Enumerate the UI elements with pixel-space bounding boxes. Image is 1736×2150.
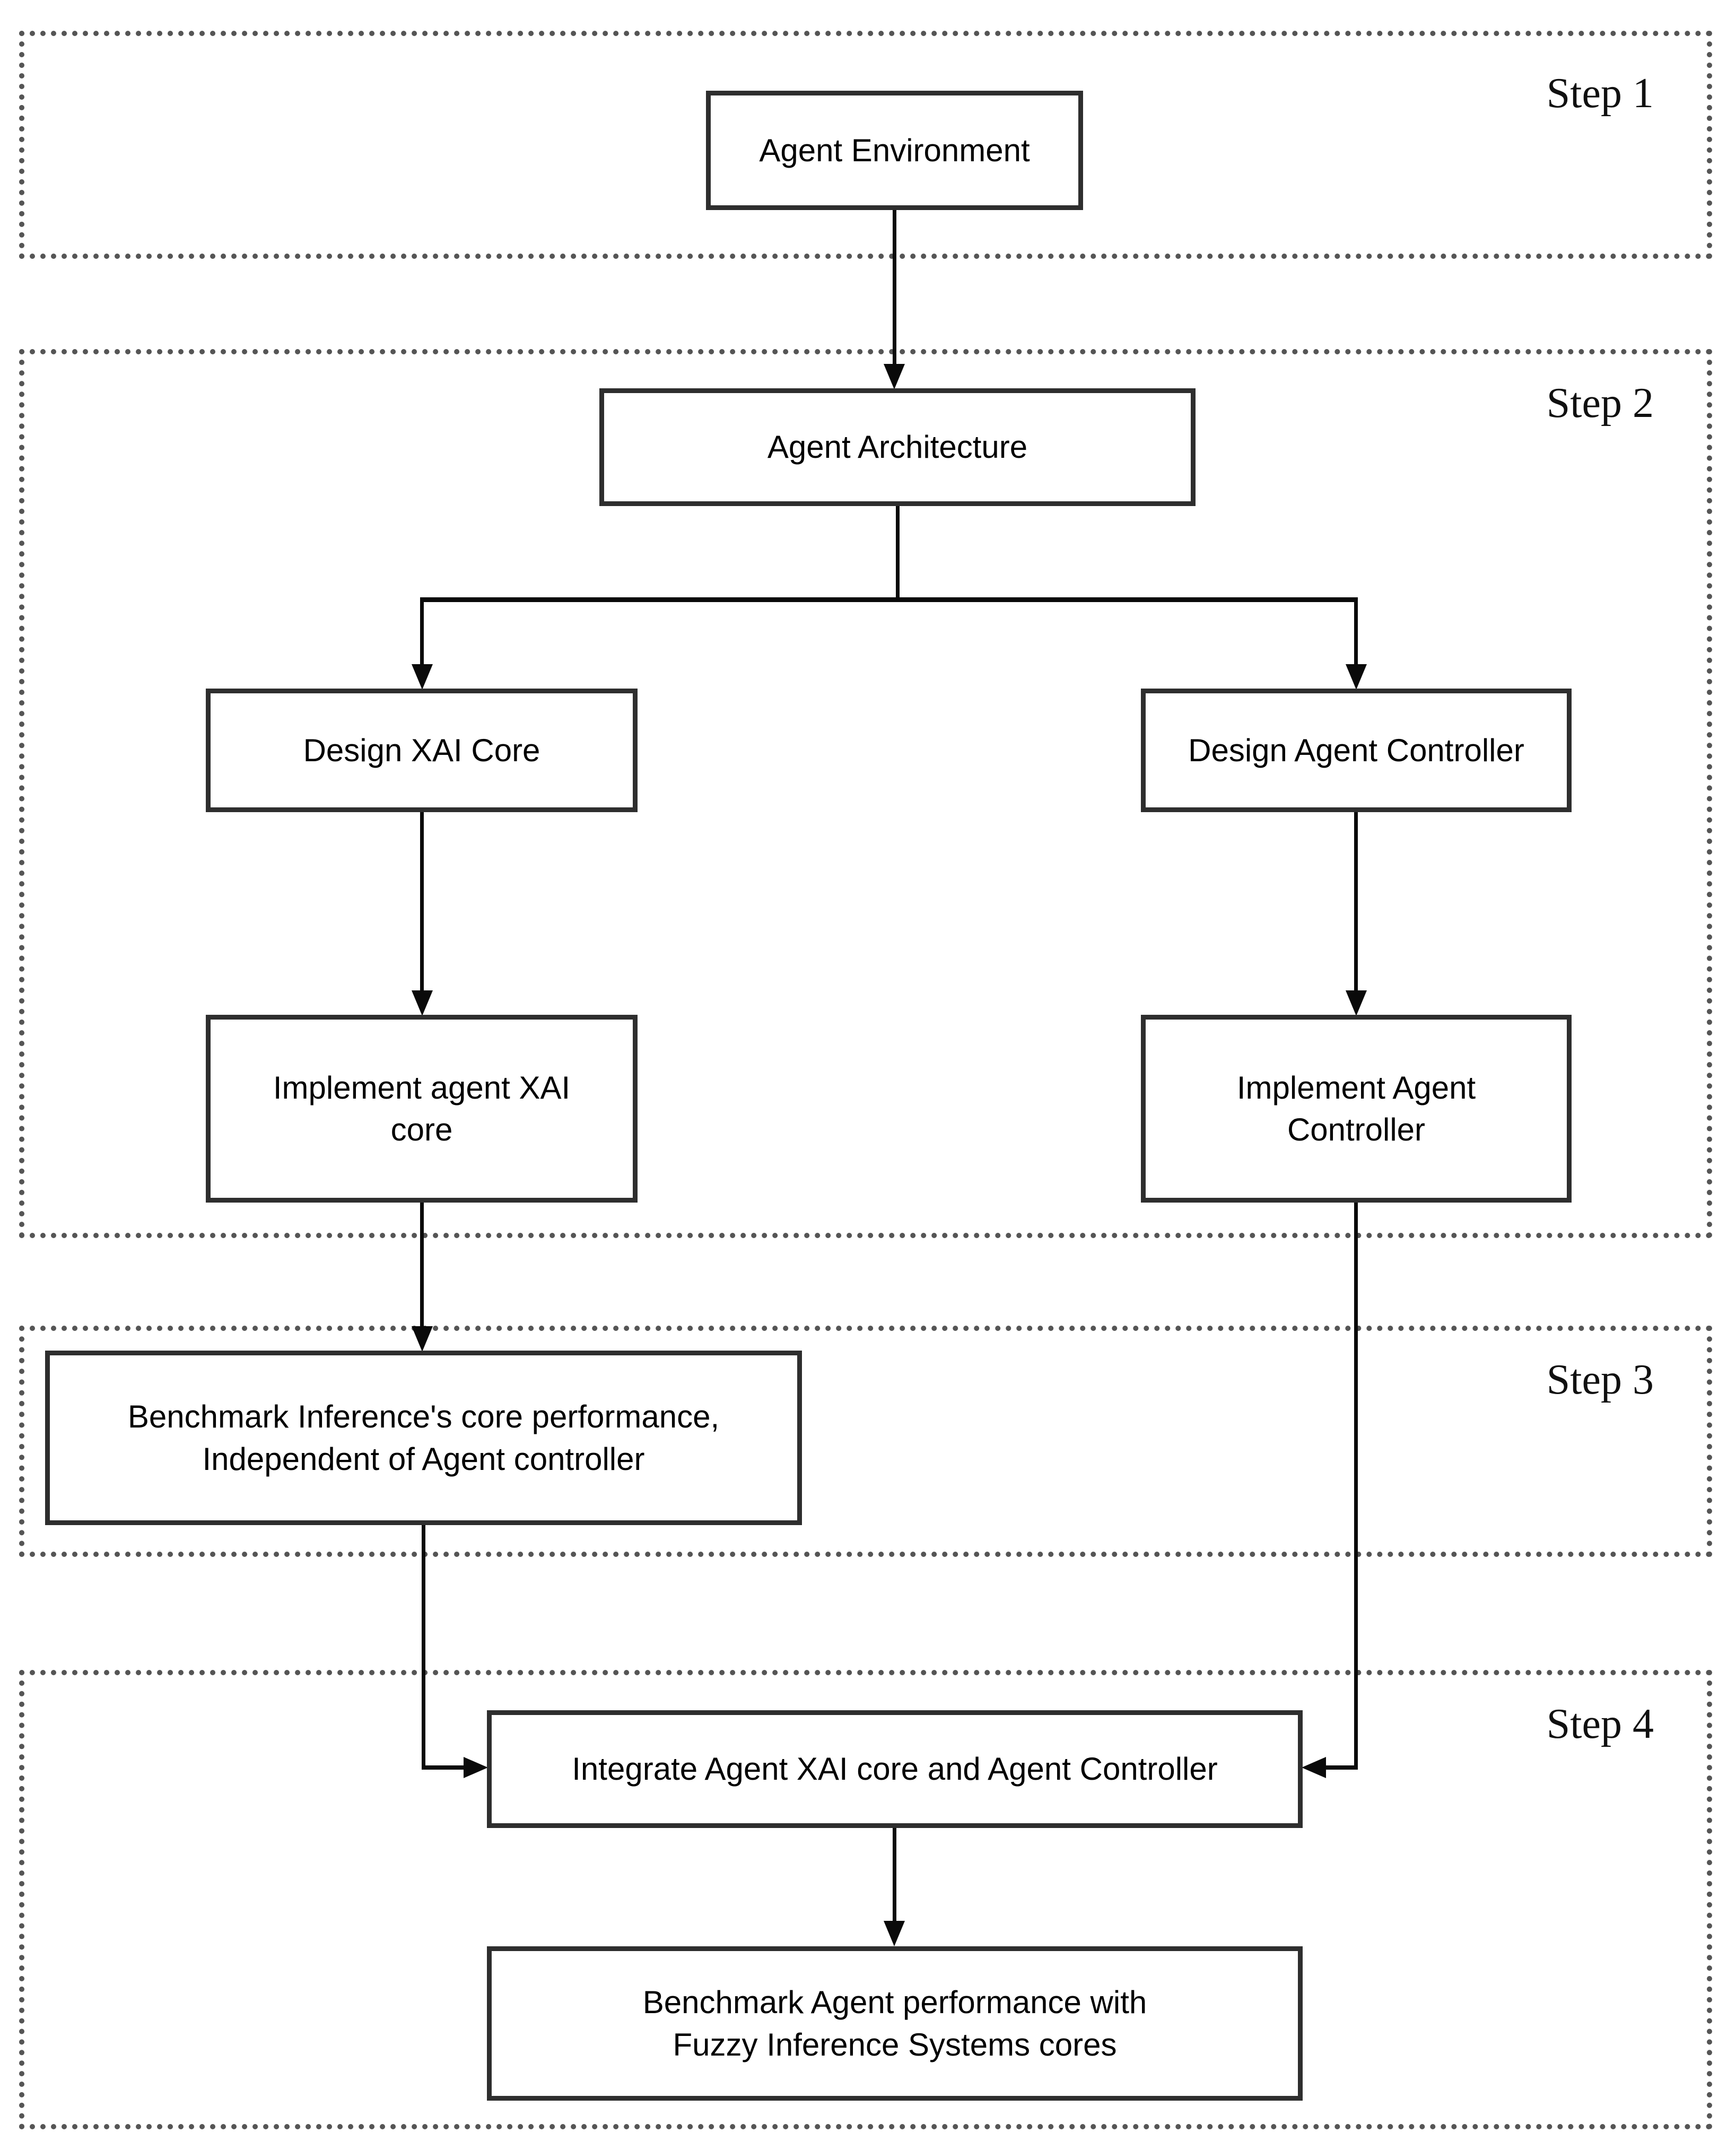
implement-agent-xai-core-label: Implement agent XAI core — [273, 1069, 571, 1147]
implement-agent-controller-node: Implement Agent Controller — [1141, 1015, 1572, 1203]
edge-design-xai-to-implement-xai-arrowhead — [412, 990, 433, 1016]
step1-container: Step 1 — [19, 31, 1712, 259]
edge-architecture-to-design-controller-line — [1354, 597, 1358, 666]
design-xai-core-label: Design XAI Core — [303, 732, 540, 768]
agent-environment-label: Agent Environment — [759, 132, 1030, 168]
edge-design-xai-to-implement-xai-line — [420, 812, 424, 991]
benchmark-inference-core-label: Benchmark Inference's core performance, … — [127, 1399, 720, 1477]
edge-implement-xai-to-benchmark-arrowhead — [412, 1326, 433, 1352]
step2-container: Step 2 — [19, 349, 1712, 1238]
edge-architecture-split-stem-line — [896, 506, 900, 598]
step4-container: Step 4 — [19, 1670, 1712, 2129]
edge-benchmark-to-integrate-vertical-line — [422, 1525, 425, 1768]
design-agent-controller-label: Design Agent Controller — [1188, 732, 1524, 768]
implement-agent-xai-core-node: Implement agent XAI core — [206, 1015, 638, 1203]
agent-architecture-label: Agent Architecture — [767, 429, 1028, 465]
step3-container: Step 3 — [19, 1326, 1712, 1557]
edge-implement-controller-to-integrate-arrowhead — [1302, 1757, 1326, 1778]
edge-benchmark-to-integrate-arrowhead — [464, 1757, 488, 1778]
benchmark-agent-performance-label: Benchmark Agent performance with Fuzzy I… — [642, 1984, 1147, 2062]
edge-architecture-split-horizontal-line — [420, 597, 1358, 602]
step2-label: Step 2 — [1546, 380, 1654, 426]
edge-integrate-to-benchmark-agent-arrowhead — [884, 1921, 905, 1946]
design-xai-core-node: Design XAI Core — [206, 689, 638, 812]
edge-design-controller-to-implement-controller-arrowhead — [1346, 990, 1367, 1016]
benchmark-agent-performance-node: Benchmark Agent performance with Fuzzy I… — [487, 1946, 1303, 2101]
edge-architecture-to-design-controller-arrowhead — [1346, 664, 1367, 690]
edge-environment-to-architecture-arrowhead — [884, 364, 905, 389]
agent-environment-node: Agent Environment — [706, 91, 1083, 210]
integrate-core-controller-node: Integrate Agent XAI core and Agent Contr… — [487, 1710, 1303, 1828]
step3-label: Step 3 — [1546, 1356, 1654, 1403]
edge-environment-to-architecture-line — [893, 210, 896, 366]
benchmark-inference-core-node: Benchmark Inference's core performance, … — [45, 1351, 802, 1525]
edge-implement-controller-to-integrate-horizontal-line — [1325, 1765, 1358, 1770]
integrate-core-controller-label: Integrate Agent XAI core and Agent Contr… — [572, 1751, 1218, 1787]
design-agent-controller-node: Design Agent Controller — [1141, 689, 1572, 812]
edge-benchmark-to-integrate-horizontal-line — [422, 1765, 466, 1770]
step4-label: Step 4 — [1546, 1701, 1654, 1747]
edge-design-controller-to-implement-controller-line — [1354, 812, 1358, 991]
edge-architecture-to-design-xai-arrowhead — [412, 664, 433, 690]
edge-implement-xai-to-benchmark-line — [420, 1203, 424, 1327]
step1-label: Step 1 — [1546, 70, 1654, 117]
edge-integrate-to-benchmark-agent-line — [893, 1828, 896, 1923]
implement-agent-controller-label: Implement Agent Controller — [1236, 1069, 1476, 1147]
agent-architecture-node: Agent Architecture — [599, 388, 1196, 506]
edge-architecture-to-design-xai-line — [420, 597, 424, 666]
edge-implement-controller-to-integrate-vertical-line — [1354, 1203, 1358, 1768]
